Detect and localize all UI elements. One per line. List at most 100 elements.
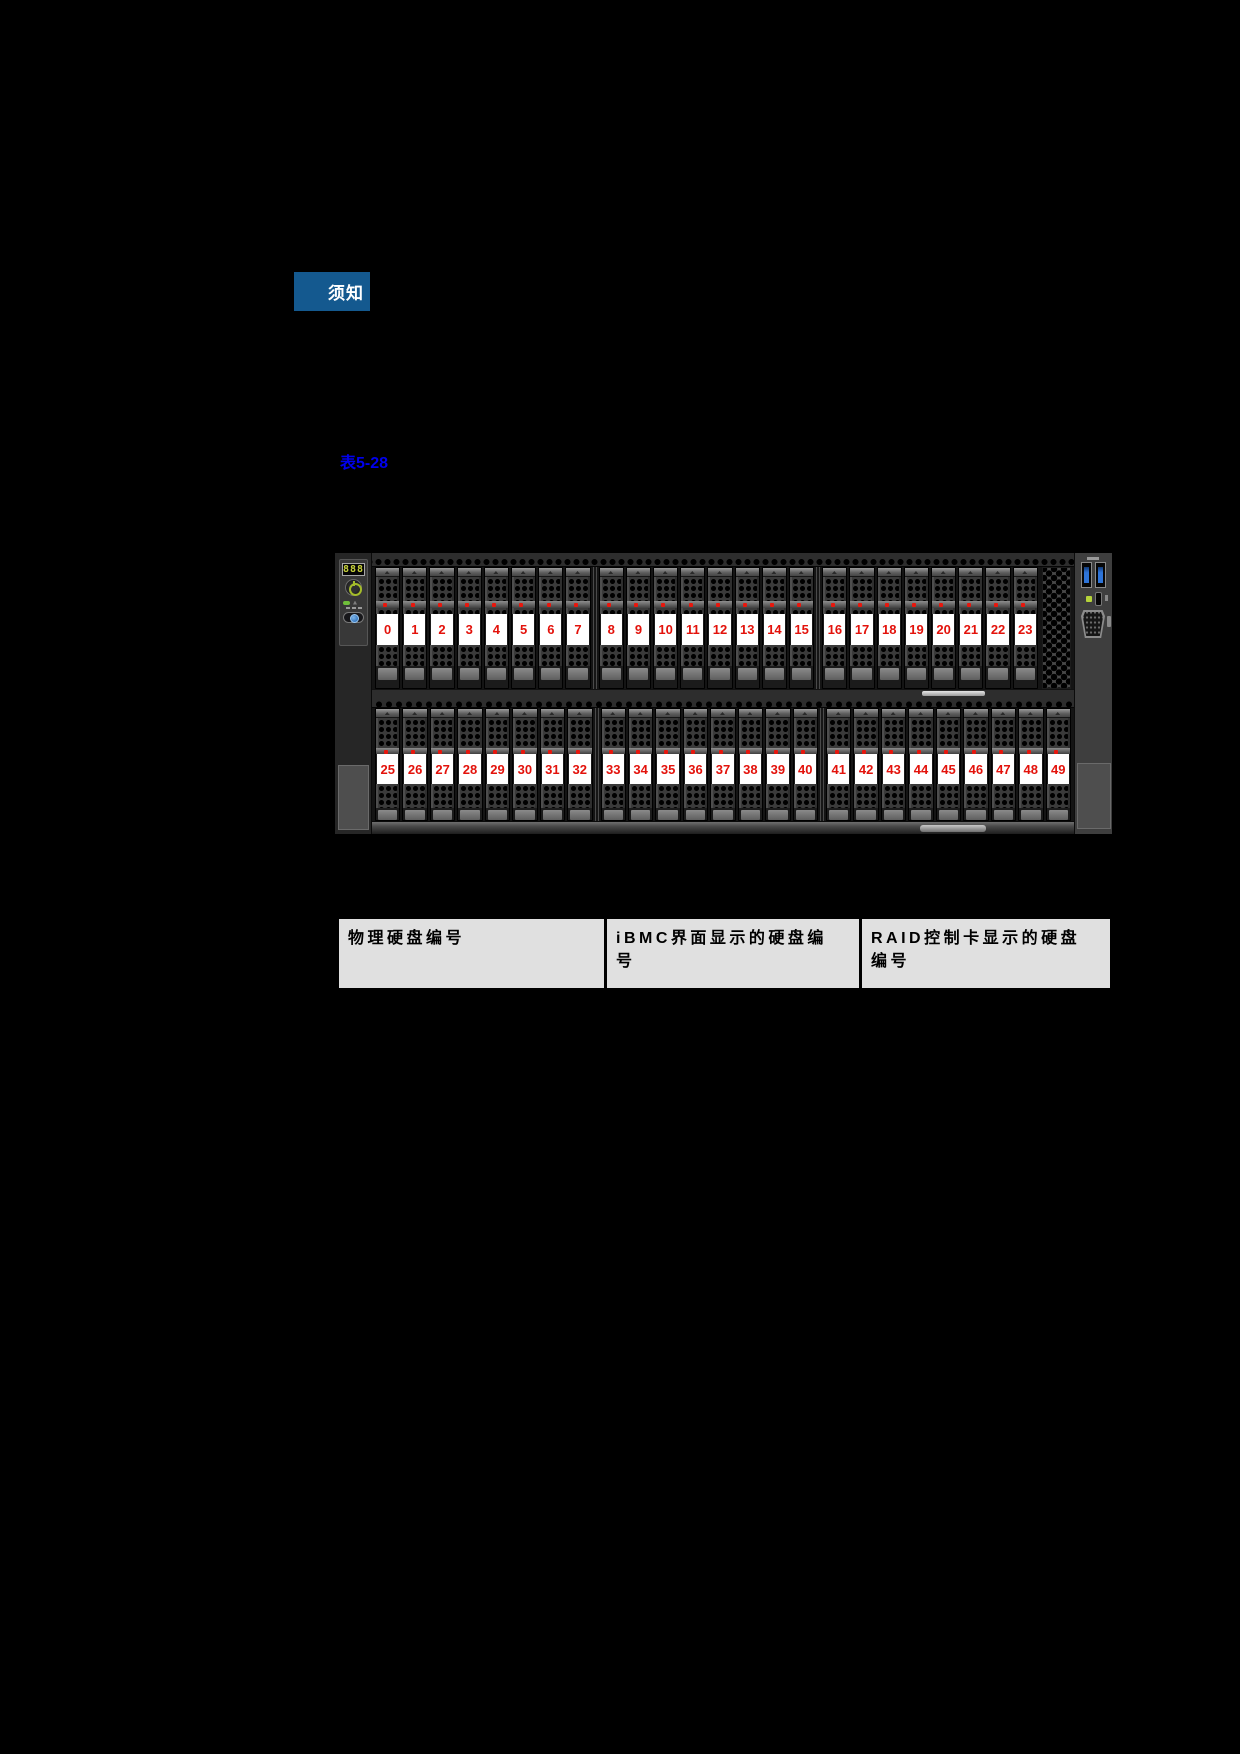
drive-slot-label: 5	[513, 614, 535, 645]
drive-latch-cap	[986, 568, 1010, 577]
drive-latch-cap	[376, 568, 400, 577]
drive-activity-led	[881, 748, 906, 754]
drive-slot-label: 49	[1047, 754, 1069, 784]
drive-handle-tab	[568, 668, 588, 680]
drive-vent-holes	[1019, 784, 1043, 808]
drive-vent-holes	[484, 645, 509, 666]
drive-handle-tab	[713, 810, 733, 820]
drive-slot-label: 32	[569, 754, 591, 784]
drive-handle-tab	[792, 668, 812, 680]
drive-vent-holes	[854, 784, 878, 808]
vga-connector	[1081, 610, 1105, 638]
drive-activity-led	[683, 748, 708, 754]
drive-activity-led	[376, 601, 400, 608]
drive-latch-cap	[457, 568, 481, 577]
drive-vent-holes	[681, 577, 705, 601]
drive-vent-holes	[964, 718, 988, 748]
drive-bay-45: 45	[935, 708, 962, 821]
drive-slot-label: 47	[992, 754, 1015, 784]
table-header-ibmc-drive: iBMC界面显示的硬盘编 号	[607, 919, 862, 988]
drive-handle-tab	[514, 668, 534, 680]
drive-vent-holes	[601, 784, 625, 808]
drive-vent-holes	[827, 718, 851, 748]
drive-latch-cap	[904, 568, 929, 577]
drive-latch-cap	[599, 568, 623, 577]
drive-activity-led	[762, 601, 787, 608]
drive-activity-led	[458, 748, 482, 754]
drive-vent-holes	[626, 645, 651, 666]
drive-slot-label: 25	[377, 754, 399, 784]
drive-handle-tab	[906, 668, 927, 680]
drive-activity-led	[681, 601, 705, 608]
drive-vent-holes	[850, 608, 874, 614]
drive-vent-holes	[793, 718, 817, 748]
drive-latch-cap	[790, 568, 814, 577]
drive-handle-tab	[405, 810, 425, 820]
drive-bay-43: 43	[880, 708, 907, 821]
drive-bay-33: 33	[600, 708, 626, 821]
drive-slot-label: 23	[1014, 614, 1036, 645]
drive-bay-6: 6	[538, 567, 564, 689]
drive-handle-tab	[934, 668, 954, 680]
drive-latch-cap	[656, 709, 680, 718]
drive-activity-led	[430, 748, 455, 754]
drive-vent-holes	[738, 718, 763, 748]
drive-vent-holes	[986, 577, 1010, 601]
drive-activity-led	[654, 601, 678, 608]
drive-bay-42: 42	[853, 708, 879, 821]
drive-slot-label: 21	[960, 614, 982, 645]
drive-activity-led	[540, 748, 565, 754]
power-button-icon	[345, 579, 362, 596]
drive-slot-label: 26	[404, 754, 426, 784]
drive-slot-label: 0	[377, 614, 399, 645]
drive-vent-holes	[485, 784, 510, 808]
drive-vent-holes	[568, 784, 592, 808]
drive-vent-holes	[513, 718, 537, 748]
drive-activity-led	[403, 748, 427, 754]
panel-led-icon	[1086, 596, 1092, 602]
drive-latch-cap	[683, 709, 708, 718]
drive-bay-0: 0	[375, 567, 401, 689]
drive-activity-led	[513, 748, 537, 754]
drive-activity-led	[823, 601, 847, 608]
drive-activity-led	[656, 748, 680, 754]
drive-latch-cap	[850, 568, 874, 577]
drive-vent-holes	[628, 784, 653, 808]
drive-vent-holes	[430, 784, 455, 808]
drive-activity-led	[711, 748, 735, 754]
drive-slot-label: 13	[736, 614, 758, 645]
table-caption-link[interactable]: 表5-28	[340, 455, 389, 472]
drive-handle-tab	[459, 668, 479, 680]
drive-vent-holes	[991, 784, 1016, 808]
drive-vent-holes	[823, 645, 847, 666]
drive-bay-27: 27	[429, 708, 456, 821]
drive-bay-37: 37	[710, 708, 736, 821]
drive-vent-holes	[959, 645, 983, 666]
drive-handle-tab	[911, 810, 931, 820]
drive-latch-cap	[403, 568, 427, 577]
drive-vent-holes	[654, 577, 678, 601]
drive-handle-tab	[852, 668, 872, 680]
drive-activity-led	[708, 601, 732, 608]
drive-latch-cap	[793, 709, 817, 718]
drive-vent-holes	[376, 784, 400, 808]
drive-vent-holes	[881, 718, 906, 748]
drive-vent-holes	[735, 645, 759, 666]
top-vent-strip	[372, 553, 1074, 567]
drive-activity-led	[485, 748, 510, 754]
drive-activity-led	[909, 748, 933, 754]
drive-vent-holes	[403, 645, 427, 666]
backplane-divider	[816, 567, 821, 689]
drive-activity-led	[932, 601, 956, 608]
drive-slot-label: 6	[540, 614, 562, 645]
drive-slot-label: 30	[514, 754, 536, 784]
drive-vent-holes	[430, 645, 454, 666]
usb-port-2	[1095, 562, 1106, 588]
connector-mark	[1105, 595, 1108, 601]
table-header-raid-drive: RAID控制卡显示的硬盘 编号	[862, 919, 1110, 988]
drive-bay-36: 36	[682, 708, 709, 821]
